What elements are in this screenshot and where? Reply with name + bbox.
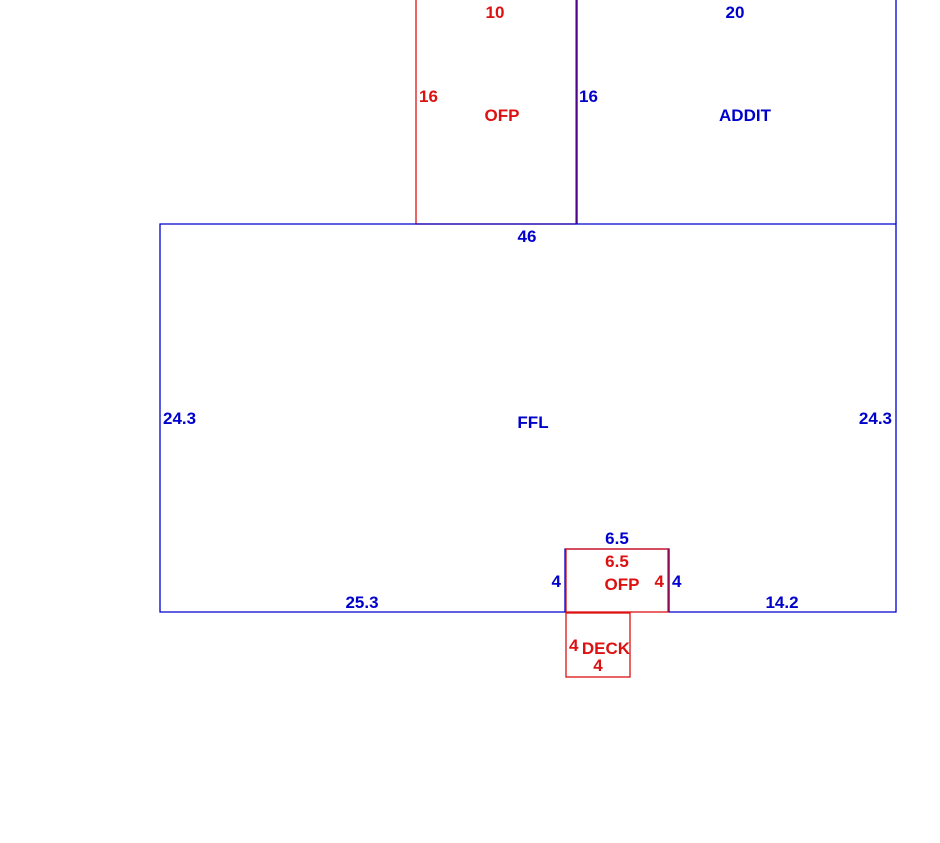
ffl-notch-width-dim: 6.5: [605, 529, 629, 548]
deck-label: DECK: [582, 639, 631, 658]
ofp-small-label: OFP: [605, 575, 640, 594]
ofp-small-height-dim: 4: [655, 572, 665, 591]
ffl-top-dim: 46: [518, 227, 537, 246]
ffl-left-dim: 24.3: [163, 409, 196, 428]
ffl-notch-left-dim: 4: [552, 572, 562, 591]
deck-outline: [565, 612, 631, 678]
deck-side-dim: 4: [569, 636, 579, 655]
addit-label: ADDIT: [719, 106, 772, 125]
deck-bottom-dim: 4: [593, 656, 603, 675]
ffl-right-dim: 24.3: [859, 409, 892, 428]
ffl-outline: [159, 223, 897, 613]
ffl-notch-right-dim: 4: [672, 572, 682, 591]
ofp-small-outline: [565, 548, 669, 613]
ffl-label: FFL: [517, 413, 548, 432]
addit-height-dim: 16: [579, 87, 598, 106]
ofp-top-width-dim: 10: [486, 3, 505, 22]
ofp-top-height-dim: 16: [419, 87, 438, 106]
addit-width-dim: 20: [726, 3, 745, 22]
ffl-bottom-left-dim: 25.3: [345, 593, 378, 612]
ofp-small-width-dim: 6.5: [605, 552, 629, 571]
ffl-bottom-right-dim: 14.2: [765, 593, 798, 612]
ofp-top-label: OFP: [485, 106, 520, 125]
